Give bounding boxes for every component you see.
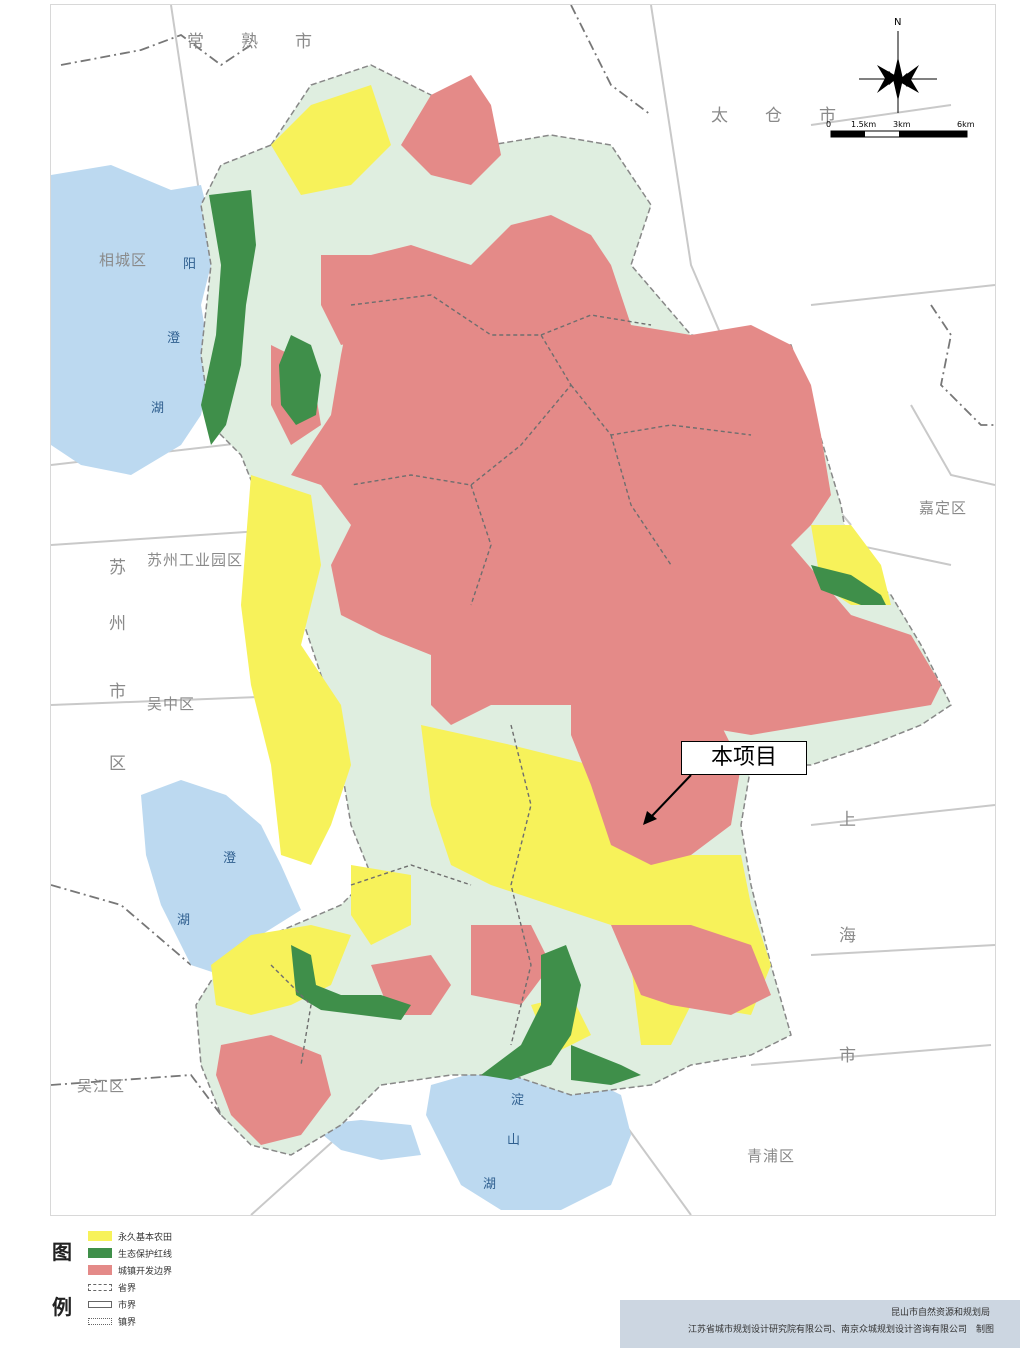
label-chenghu-2: 湖 xyxy=(177,913,191,928)
footer-makers: 江苏省城市规划设计研究院有限公司、南京众城规划设计咨询有限公司 制图 xyxy=(687,1325,994,1335)
label-dianshan-1: 淀 xyxy=(511,1093,525,1108)
scale-tick-3: 6km xyxy=(957,120,975,129)
legend-label-farmland: 永久基本农田 xyxy=(118,1232,173,1243)
legend-item-farmland: 永久基本农田 xyxy=(88,1229,172,1243)
legend-title-bottom: 例 xyxy=(52,1295,72,1319)
label-shanghai-1: 上 xyxy=(839,810,857,830)
yangcheng-lake xyxy=(51,165,216,475)
label-taicang: 太 仓 市 xyxy=(711,106,846,126)
label-suzhou-2: 州 xyxy=(109,614,127,634)
label-suzhou-3: 市 xyxy=(109,682,127,702)
footer-org: 昆山市自然资源和规划局 xyxy=(890,1308,990,1318)
label-shanghai-2: 海 xyxy=(839,926,857,946)
callout-arrow xyxy=(643,774,692,825)
label-shanghai-3: 市 xyxy=(839,1046,857,1066)
label-dianshan-2: 山 xyxy=(507,1133,521,1148)
chenghu-lake xyxy=(141,780,301,975)
label-dianshan-3: 湖 xyxy=(483,1177,497,1192)
label-yangcheng-1: 阳 xyxy=(183,257,197,272)
legend-item-city: 市界 xyxy=(88,1297,136,1311)
map-canvas xyxy=(51,5,995,1215)
label-suzhou-4: 区 xyxy=(109,754,127,774)
label-wujiang: 吴江区 xyxy=(77,1077,126,1095)
water-bodies xyxy=(51,165,631,1210)
town-boundaries xyxy=(270,294,752,1066)
boundary-lines xyxy=(51,5,995,1116)
scale-tick-1: 1.5km xyxy=(851,120,877,129)
compass-icon xyxy=(859,31,937,113)
label-jiading: 嘉定区 xyxy=(919,499,968,517)
legend-label-city: 市界 xyxy=(118,1300,137,1311)
legend-item-province: 省界 xyxy=(88,1280,136,1294)
project-callout: 本项目 xyxy=(681,741,807,775)
legend-label-province: 省界 xyxy=(118,1283,137,1294)
label-sip: 苏州工业园区 xyxy=(147,551,244,569)
label-chenghu-1: 澄 xyxy=(223,851,237,866)
legend-label-eco: 生态保护红线 xyxy=(118,1249,173,1260)
label-yangcheng-2: 澄 xyxy=(167,331,181,346)
legend-label-town: 镇界 xyxy=(118,1317,137,1328)
map-frame: 常 熟 市 太 仓 市 相城区 苏州工业园区 苏 州 市 区 吴中区 嘉定区 上… xyxy=(50,4,996,1216)
legend-line-province xyxy=(88,1283,112,1291)
legend-item-eco: 生态保护红线 xyxy=(88,1246,172,1260)
legend-line-city xyxy=(88,1300,112,1308)
legend-swatch-urban xyxy=(88,1265,112,1275)
eco-redline-zones xyxy=(201,190,886,1085)
label-changshu: 常 熟 市 xyxy=(187,32,322,52)
scale-bar xyxy=(830,130,968,138)
legend-title-top: 图 xyxy=(52,1240,72,1264)
label-yangcheng-3: 湖 xyxy=(151,401,165,416)
label-qingpu: 青浦区 xyxy=(747,1147,796,1165)
scale-tick-0: 0 xyxy=(826,120,832,129)
label-suzhou-1: 苏 xyxy=(109,558,127,578)
compass-north-label: N xyxy=(894,17,902,28)
legend-label-urban: 城镇开发边界 xyxy=(118,1266,173,1277)
legend-swatch-eco xyxy=(88,1248,112,1258)
dianshan-lake xyxy=(426,1065,631,1210)
label-xiangcheng: 相城区 xyxy=(99,251,148,269)
legend-item-urban: 城镇开发边界 xyxy=(88,1263,172,1277)
label-wuzhong: 吴中区 xyxy=(147,695,196,713)
footer-band xyxy=(620,1300,1020,1348)
legend-item-town: 镇界 xyxy=(88,1314,136,1328)
legend-swatch-farmland xyxy=(88,1231,112,1241)
legend-line-town xyxy=(88,1317,112,1325)
scale-tick-2: 3km xyxy=(893,120,911,129)
urban-boundary-zones xyxy=(216,75,941,1145)
